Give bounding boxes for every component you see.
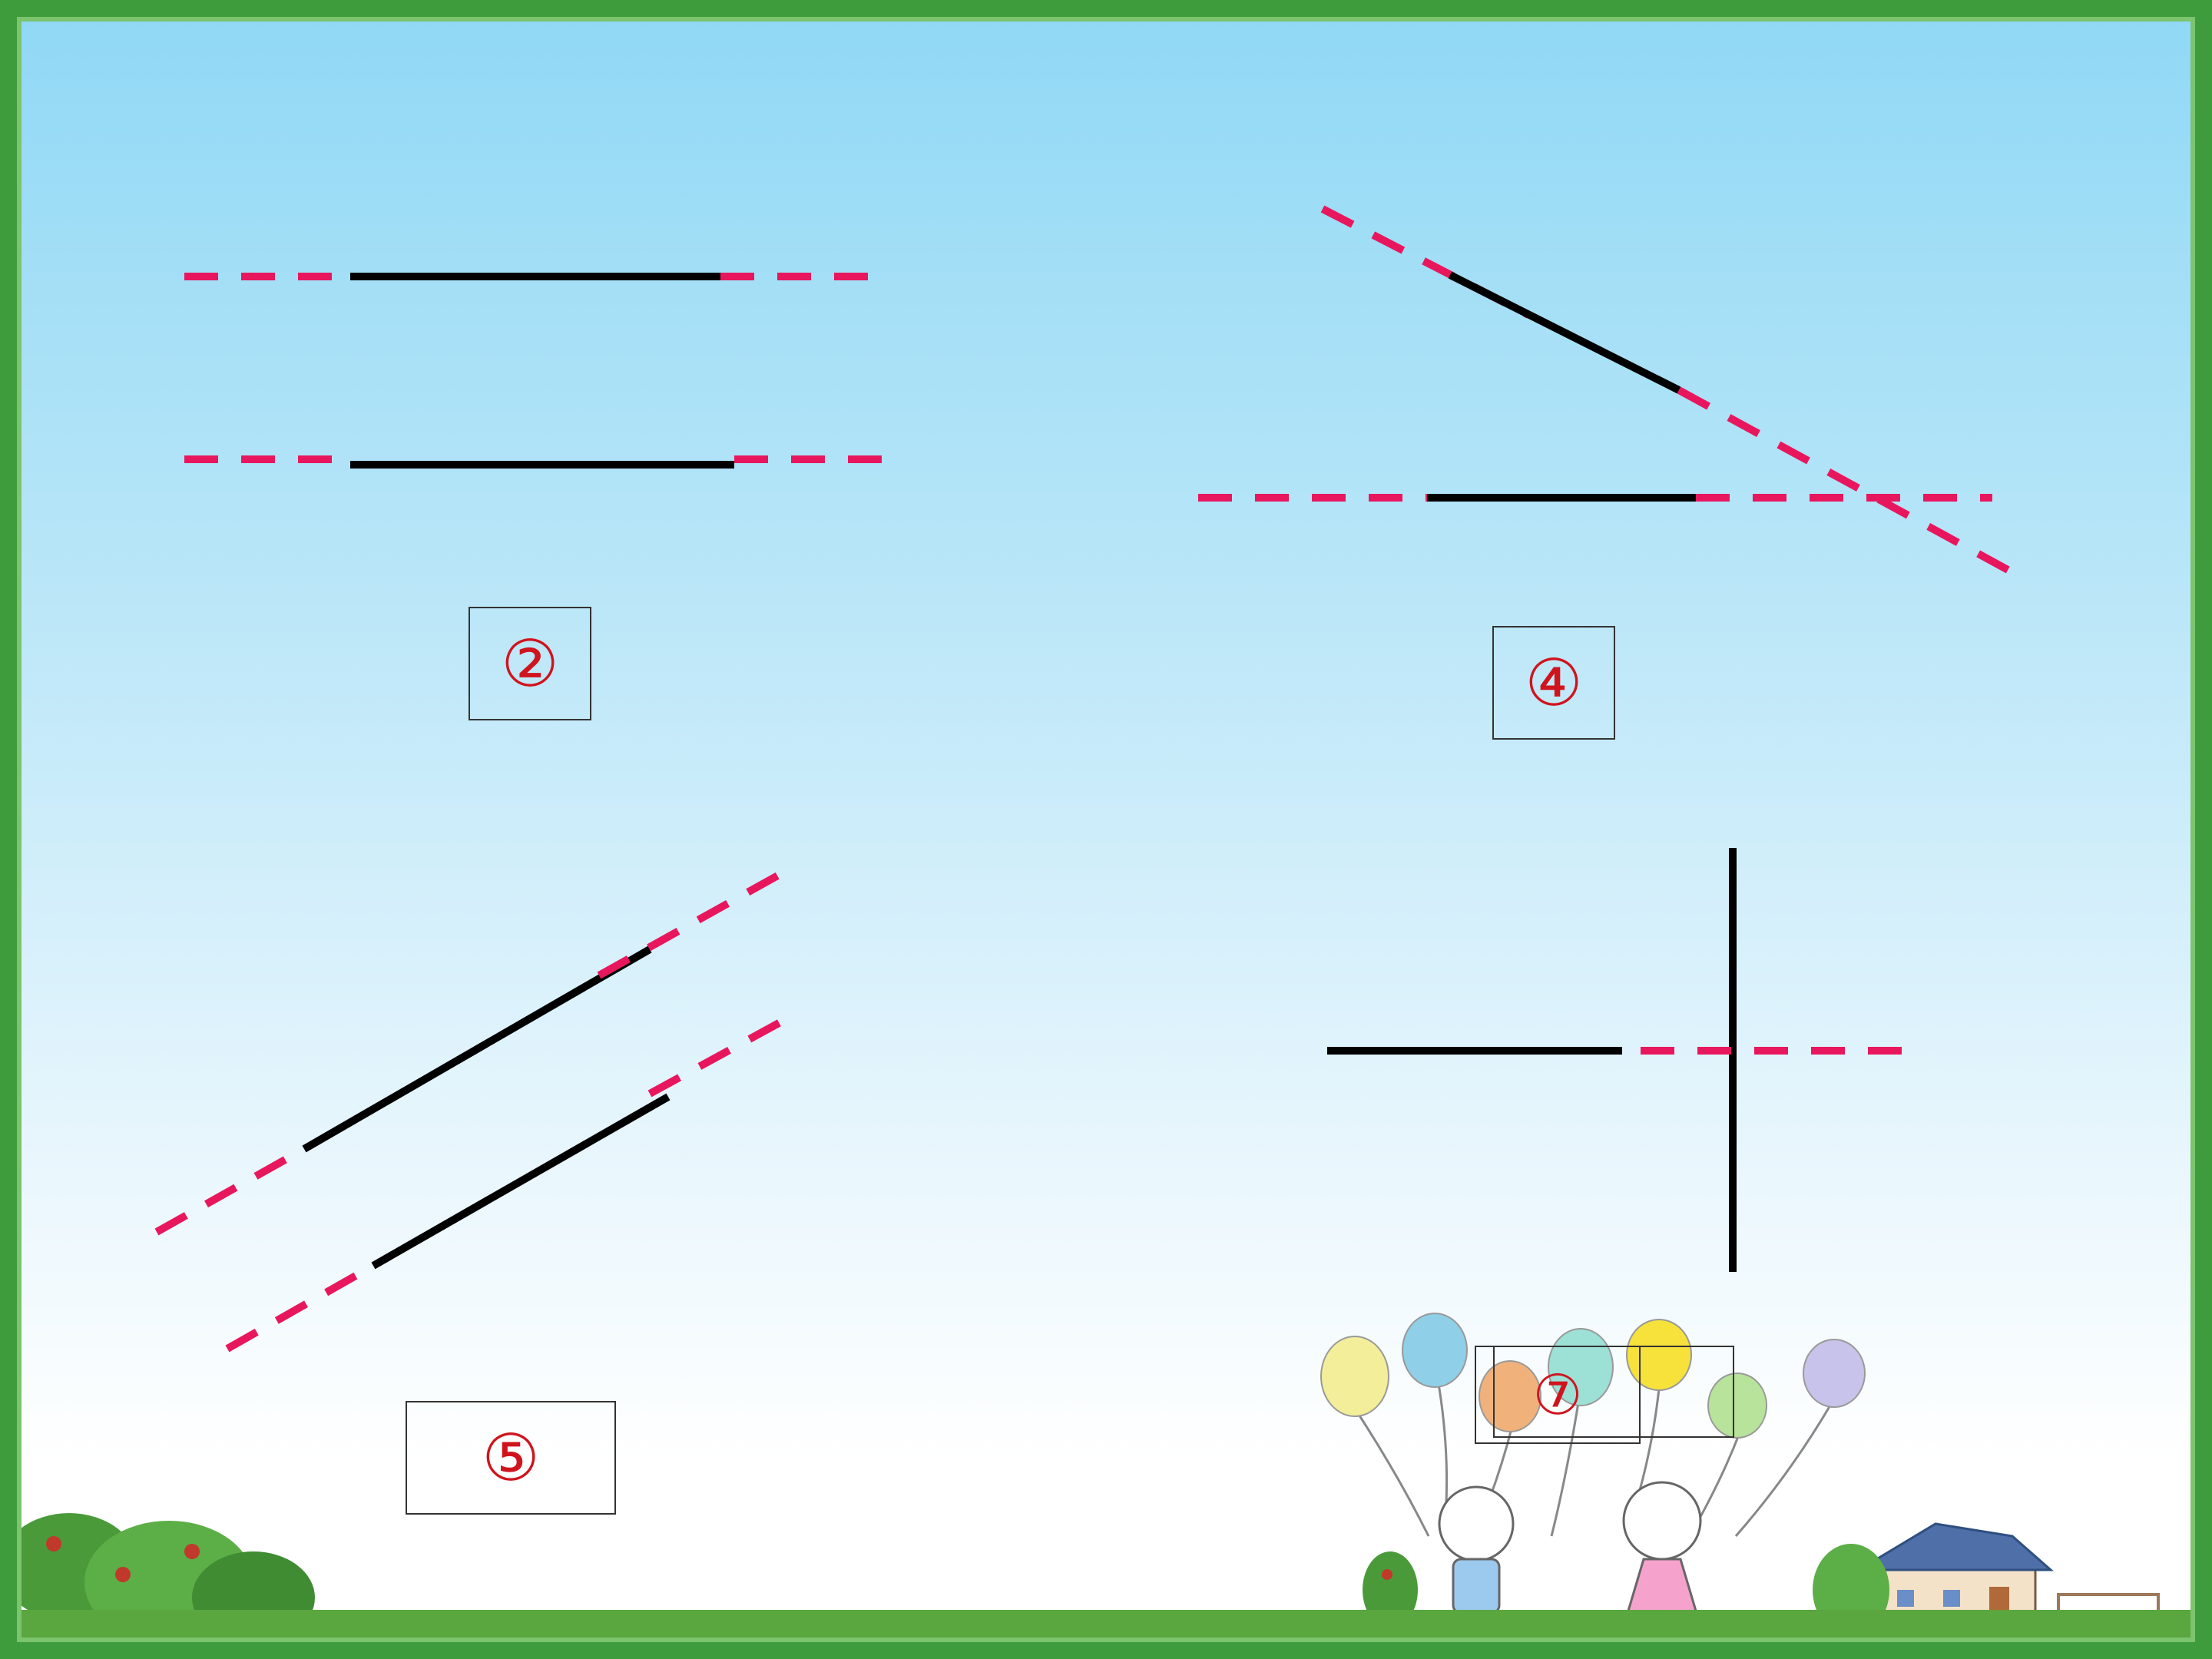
balloon-green <box>1707 1373 1767 1439</box>
figure-label-7-overlay-box <box>1493 1346 1734 1438</box>
fig5-line1-extension-left <box>154 1145 306 1236</box>
girl-dress <box>1624 1558 1700 1618</box>
grass-strip <box>0 1610 2212 1659</box>
boy-head <box>1438 1485 1515 1562</box>
fig4-slanted-segment <box>1448 271 1681 394</box>
balloon-teal <box>1548 1328 1614 1406</box>
fig5-line1-segment <box>302 945 652 1153</box>
fig5-line1-extension-right <box>597 863 796 979</box>
boy-body <box>1452 1558 1501 1614</box>
girl-head <box>1622 1481 1702 1561</box>
figure-label-2: ② <box>469 607 591 720</box>
figure-label-5: ⑤ <box>406 1401 616 1515</box>
figure-label-7: ⑦ <box>1475 1346 1641 1444</box>
fig5-line2-segment <box>371 1093 671 1270</box>
figure-7-perpendicular <box>1327 848 1920 1272</box>
fig5-line2-extension-right <box>647 1010 798 1098</box>
balloon-blue <box>1402 1313 1468 1388</box>
balloon-orange <box>1479 1360 1541 1432</box>
fig4-slanted-extension-right <box>1677 386 2013 575</box>
balloon-yellow <box>1626 1319 1692 1391</box>
balloon-yellow-left <box>1320 1336 1389 1417</box>
children-decoration <box>1438 1481 1702 1618</box>
fig5-line2-extension-left <box>225 1262 376 1353</box>
balloon-purple <box>1803 1339 1866 1408</box>
figure-label-4: ④ <box>1492 626 1615 740</box>
figure-2-parallel-horizontal <box>184 273 905 469</box>
figure-4-intersecting <box>1198 205 2013 575</box>
figure-5-parallel-slanted <box>154 863 798 1353</box>
